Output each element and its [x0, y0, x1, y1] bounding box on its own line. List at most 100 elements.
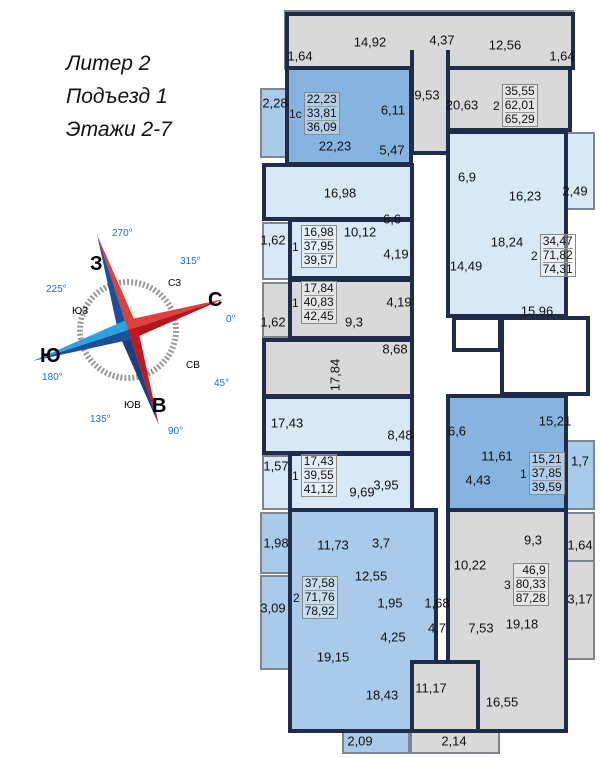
room-count: 1 — [292, 239, 299, 254]
room-area-label: 1,95 — [377, 595, 403, 611]
room-area-label: 19,18 — [505, 616, 539, 632]
room-area-label: 10,22 — [453, 557, 487, 573]
compass-north: С — [208, 289, 222, 311]
room-area-label: 9,3 — [523, 532, 543, 548]
living-area: 17,43 — [303, 454, 334, 469]
room-area-label: 14,49 — [449, 258, 483, 274]
room-count: 1 — [292, 468, 299, 483]
compass-east: В — [152, 395, 166, 417]
room-area-label: 8,48 — [387, 427, 413, 443]
room-area-label: 11,17 — [415, 680, 447, 696]
room-area-label: 15,96 — [520, 303, 554, 319]
room-area-label: 10,12 — [343, 224, 377, 240]
compass-se: ЮВ — [124, 400, 141, 411]
floors-label: Этажи 2-7 — [66, 118, 172, 141]
living-area: 15,21 — [531, 452, 562, 467]
total-area-with-balcony: 41,12 — [303, 482, 334, 496]
total-area-with-balcony: 39,57 — [303, 253, 334, 267]
compass-deg-se: 135° — [90, 414, 111, 425]
compass-south: Ю — [40, 345, 61, 367]
total-area: 80,33 — [515, 577, 546, 592]
compass-deg-n: 0° — [226, 314, 236, 325]
room-area-label: 1,64 — [549, 48, 575, 64]
compass-sw: ЮЗ — [72, 306, 88, 317]
apartment-1-37-85[interactable] — [446, 394, 568, 512]
room-area-label: 6,11 — [380, 102, 406, 118]
balcony-1-98 — [260, 512, 292, 574]
room-area-label: 1,68 — [424, 595, 450, 611]
room-area-label: 17,84 — [327, 358, 343, 392]
room-area-label: 2,49 — [562, 183, 588, 199]
room-area-label: 9,3 — [344, 314, 364, 330]
room-area-label: 1,64 — [567, 537, 593, 553]
room-count: 2 — [293, 590, 300, 605]
room-area-label: 3,95 — [373, 477, 399, 493]
hall-9-53 — [410, 50, 450, 155]
total-area-with-balcony: 42,45 — [303, 309, 334, 323]
room-area-label: 3,7 — [371, 535, 391, 551]
room-area-label: 15,21 — [538, 413, 572, 429]
compass-deg-s: 180° — [42, 372, 63, 383]
room-area-label: 2,28 — [262, 95, 288, 111]
room-area-label: 1,64 — [287, 48, 313, 64]
compass-west: З — [90, 253, 103, 275]
living-area: 37,58 — [304, 576, 335, 591]
room-count: 2 — [531, 248, 538, 263]
room-area-label: 5,47 — [379, 142, 405, 158]
room-area-label: 2,14 — [441, 733, 467, 749]
room-area-label: 1,62 — [260, 232, 286, 248]
balcony-2-09 — [342, 730, 410, 754]
compass-nw: СЗ — [168, 278, 181, 289]
living-area: 16,98 — [303, 225, 334, 240]
room-area-label: 6,6 — [382, 211, 402, 227]
apartment-1-37-95[interactable] — [288, 218, 414, 280]
room-area-label: 18,24 — [490, 234, 524, 250]
room-area-label: 4,43 — [465, 472, 491, 488]
room-area-label: 1,62 — [260, 314, 286, 330]
total-area-with-balcony: 78,92 — [304, 604, 335, 618]
room-area-label: 16,98 — [323, 185, 357, 201]
compass-deg-ne: 45° — [214, 378, 229, 389]
room-area-label: 6,6 — [447, 423, 467, 439]
apartment-1c[interactable] — [285, 66, 413, 166]
room-area-label: 19,15 — [316, 649, 350, 665]
compass-deg-e: 90° — [168, 426, 183, 437]
room-area-label: 12,56 — [488, 37, 522, 53]
total-area: 71,82 — [542, 248, 573, 263]
total-area: 33,81 — [306, 106, 337, 121]
total-area-with-balcony: 87,28 — [515, 591, 546, 605]
room-area-label: 7,53 — [468, 620, 494, 636]
balcony-3-17 — [565, 560, 595, 660]
room-area-label: 16,55 — [485, 694, 519, 710]
room-area-label: 18,43 — [365, 687, 399, 703]
total-area: 71,76 — [304, 590, 335, 605]
living-area: 22,23 — [306, 92, 337, 107]
room-area-label: 1,98 — [263, 535, 289, 551]
room-17-84 — [262, 338, 414, 398]
living-area: 34,47 — [542, 234, 573, 249]
apartment-2-71-82[interactable] — [446, 130, 568, 318]
total-area: 62,01 — [504, 98, 535, 113]
liter-label: Литер 2 — [66, 52, 151, 75]
compass-deg-sw: 225° — [46, 284, 67, 295]
total-area: 37,95 — [303, 239, 334, 254]
room-area-label: 8,68 — [382, 341, 408, 357]
room-11-17 — [410, 660, 480, 733]
total-area: 37,85 — [531, 466, 562, 481]
total-area: 39,55 — [303, 468, 334, 483]
compass-ne: СВ — [186, 360, 200, 371]
apartment-2-71-76[interactable] — [288, 508, 438, 733]
entrance-label: Подъезд 1 — [66, 85, 168, 108]
living-area: 46,9 — [515, 564, 546, 578]
room-area-label: 6,9 — [457, 169, 477, 185]
room-17-43 — [262, 395, 414, 455]
total-area-with-balcony: 65,29 — [504, 112, 535, 126]
